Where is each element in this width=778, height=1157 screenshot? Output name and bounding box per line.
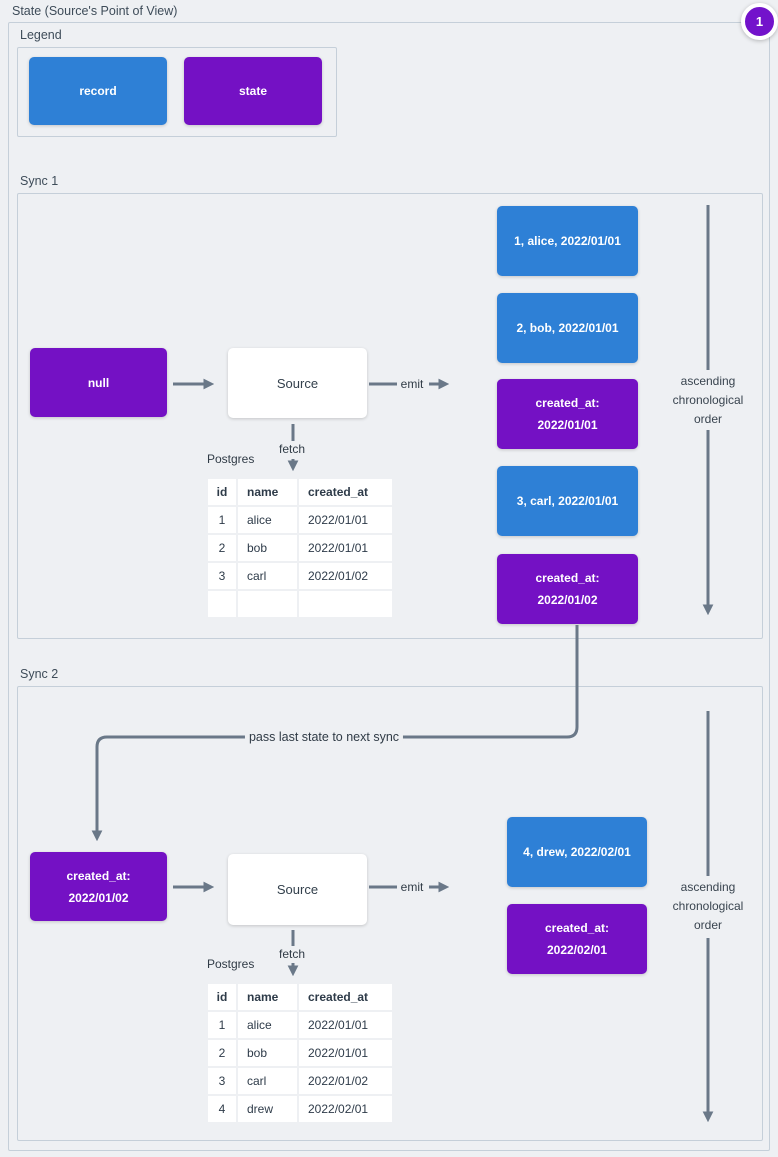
table-cell bbox=[299, 591, 392, 617]
table-cell: carl bbox=[238, 563, 297, 589]
table-row: 3 carl 2022/01/02 bbox=[208, 563, 392, 589]
table-row: 4 drew 2022/02/01 bbox=[208, 1096, 392, 1122]
sync1-source-box: Source bbox=[228, 348, 367, 418]
sync1-emitted-record-3: 3, carl, 2022/01/01 bbox=[497, 466, 638, 536]
page-title: State (Source's Point of View) bbox=[12, 4, 178, 18]
table-cell: carl bbox=[238, 1068, 297, 1094]
table-cell: drew bbox=[238, 1096, 297, 1122]
table-cell: 2022/01/01 bbox=[299, 1040, 392, 1066]
table-cell: 2022/01/01 bbox=[299, 535, 392, 561]
table-row: 3 carl 2022/01/02 bbox=[208, 1068, 392, 1094]
table-header-row: id name created_at bbox=[208, 479, 392, 505]
table-header-cell: created_at bbox=[299, 984, 392, 1010]
sync1-order-note: ascending chronological order bbox=[672, 374, 744, 426]
table-cell: 2022/01/01 bbox=[299, 507, 392, 533]
sync2-db-label: Postgres bbox=[207, 957, 255, 971]
table-cell: alice bbox=[238, 1012, 297, 1038]
table-header-row: id name created_at bbox=[208, 984, 392, 1010]
sync1-emit-label: emit bbox=[400, 377, 424, 391]
sync1-fetch-label: fetch bbox=[278, 442, 306, 456]
table-cell bbox=[238, 591, 297, 617]
sync2-order-note: ascending chronological order bbox=[672, 880, 744, 932]
sync1-input-state-box: null bbox=[30, 348, 167, 417]
table-cell: bob bbox=[238, 535, 297, 561]
annotation-badge: 1 bbox=[741, 3, 778, 40]
sync2-emit-label: emit bbox=[400, 880, 424, 894]
sync2-fetch-label: fetch bbox=[278, 947, 306, 961]
sync2-emitted-record-1: 4, drew, 2022/02/01 bbox=[507, 817, 647, 887]
table-row: 2 bob 2022/01/01 bbox=[208, 535, 392, 561]
sync1-emitted-record-1: 1, alice, 2022/01/01 bbox=[497, 206, 638, 276]
table-cell: bob bbox=[238, 1040, 297, 1066]
legend-record-box: record bbox=[29, 57, 167, 125]
sync1-emitted-state-1: created_at: 2022/01/01 bbox=[497, 379, 638, 449]
table-cell: 2022/01/02 bbox=[299, 563, 392, 589]
sync2-input-state-box: created_at: 2022/01/02 bbox=[30, 852, 167, 921]
sync1-title: Sync 1 bbox=[20, 174, 59, 188]
table-cell: 2022/01/01 bbox=[299, 1012, 392, 1038]
table-cell: 2 bbox=[208, 535, 236, 561]
table-row-empty bbox=[208, 591, 392, 617]
sync1-postgres-table: id name created_at 1 alice 2022/01/01 2 … bbox=[206, 477, 394, 619]
sync2-postgres-table: id name created_at 1 alice 2022/01/01 2 … bbox=[206, 982, 394, 1124]
table-cell: 2022/01/02 bbox=[299, 1068, 392, 1094]
sync2-source-box: Source bbox=[228, 854, 367, 925]
sync2-title: Sync 2 bbox=[20, 667, 59, 681]
outer-panel bbox=[8, 22, 770, 1151]
table-cell: alice bbox=[238, 507, 297, 533]
table-cell: 2 bbox=[208, 1040, 236, 1066]
legend-panel bbox=[17, 47, 337, 137]
legend-title: Legend bbox=[20, 28, 62, 42]
table-row: 1 alice 2022/01/01 bbox=[208, 507, 392, 533]
table-cell: 1 bbox=[208, 1012, 236, 1038]
table-row: 1 alice 2022/01/01 bbox=[208, 1012, 392, 1038]
table-header-cell: created_at bbox=[299, 479, 392, 505]
sync1-emitted-state-2: created_at: 2022/01/02 bbox=[497, 554, 638, 624]
pass-state-label: pass last state to next sync bbox=[244, 729, 404, 745]
table-header-cell: name bbox=[238, 479, 297, 505]
sync2-emitted-state-1: created_at: 2022/02/01 bbox=[507, 904, 647, 974]
table-cell: 3 bbox=[208, 1068, 236, 1094]
table-cell: 1 bbox=[208, 507, 236, 533]
sync1-db-label: Postgres bbox=[207, 452, 255, 466]
table-header-cell: id bbox=[208, 479, 236, 505]
table-cell bbox=[208, 591, 236, 617]
table-header-cell: name bbox=[238, 984, 297, 1010]
table-cell: 4 bbox=[208, 1096, 236, 1122]
legend-state-box: state bbox=[184, 57, 322, 125]
table-header-cell: id bbox=[208, 984, 236, 1010]
sync1-emitted-record-2: 2, bob, 2022/01/01 bbox=[497, 293, 638, 363]
table-cell: 2022/02/01 bbox=[299, 1096, 392, 1122]
table-cell: 3 bbox=[208, 563, 236, 589]
table-row: 2 bob 2022/01/01 bbox=[208, 1040, 392, 1066]
